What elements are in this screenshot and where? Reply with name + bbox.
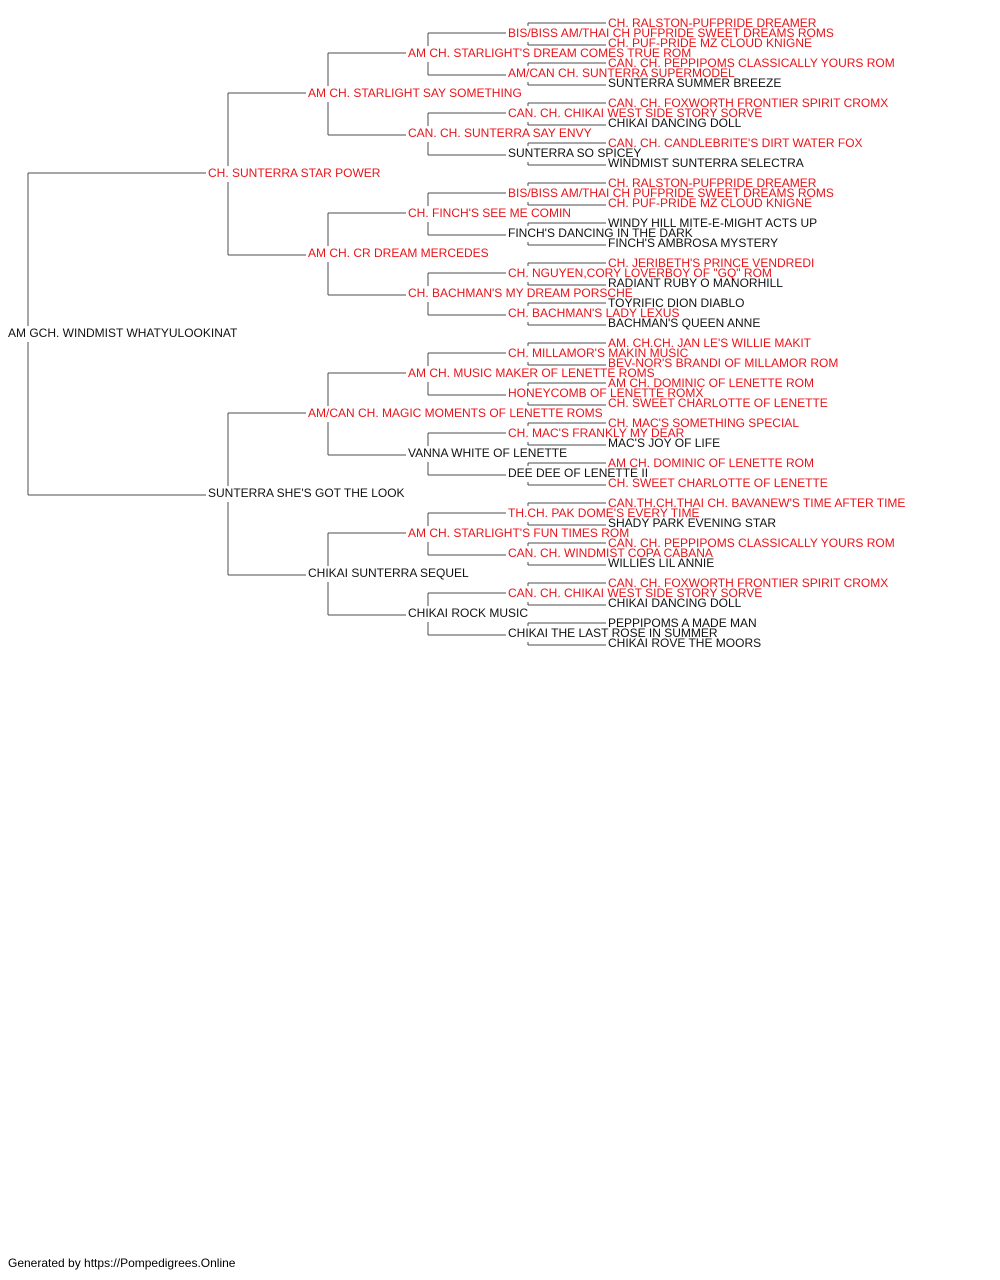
pedigree-name-gen4: CAN. CH. WINDMIST COPA CABANA (508, 546, 713, 560)
pedigree-name-gen4: BIS/BISS AM/THAI CH PUFPRIDE SWEET DREAM… (508, 186, 834, 200)
pedigree-name-gen5: WINDY HILL MITE-E-MIGHT ACTS UP (608, 216, 817, 230)
pedigree-name-gen2: AM/CAN CH. MAGIC MOMENTS OF LENETTE ROMS (308, 406, 603, 420)
pedigree-name-gen4: TH.CH. PAK DOME'S EVERY TIME (508, 506, 699, 520)
pedigree-name-gen3: CH. BACHMAN'S MY DREAM PORSCHE (408, 286, 633, 300)
pedigree-name-gen5: CAN.TH.CH.THAI CH. BAVANEW'S TIME AFTER … (608, 496, 905, 510)
pedigree-name-gen5: CAN. CH. CANDLEBRITE'S DIRT WATER FOX (608, 136, 863, 150)
pedigree-name-gen5: CH. PUF-PRIDE MZ CLOUD KNIGNE (608, 36, 812, 50)
pedigree-name-gen5: PEPPIPOMS A MADE MAN (608, 616, 757, 630)
pedigree-name-gen3: AM CH. MUSIC MAKER OF LENETTE ROMS (408, 366, 655, 380)
pedigree-name-gen5: SHADY PARK EVENING STAR (608, 516, 776, 530)
pedigree-name-gen2: AM CH. STARLIGHT SAY SOMETHING (308, 86, 522, 100)
pedigree-name-gen4: CAN. CH. CHIKAI WEST SIDE STORY SORVE (508, 586, 762, 600)
pedigree-name-gen5: CHIKAI DANCING DOLL (608, 116, 742, 130)
pedigree-name-gen5: WILLIES LIL ANNIE (608, 556, 714, 570)
pedigree-name-gen5: TOYRIFIC DION DIABLO (608, 296, 744, 310)
pedigree-name-gen5: WINDMIST SUNTERRA SELECTRA (608, 156, 804, 170)
pedigree-name-gen5: SUNTERRA SUMMER BREEZE (608, 76, 781, 90)
pedigree-name-gen5: CH. SWEET CHARLOTTE OF LENETTE (608, 476, 828, 490)
pedigree-name-gen4: BIS/BISS AM/THAI CH PUFPRIDE SWEET DREAM… (508, 26, 834, 40)
pedigree-name-gen4: CH. MILLAMOR'S MAKIN MUSIC (508, 346, 689, 360)
pedigree-name-gen3: VANNA WHITE OF LENETTE (408, 446, 567, 460)
pedigree-name-gen4: CHIKAI THE LAST ROSE IN SUMMER (508, 626, 718, 640)
pedigree-name-gen4: DEE DEE OF LENETTE II (508, 466, 648, 480)
pedigree-name-gen4: FINCH'S DANCING IN THE DARK (508, 226, 693, 240)
pedigree-name-gen5: FINCH'S AMBROSA MYSTERY (608, 236, 778, 250)
pedigree-name-gen3: CH. FINCH'S SEE ME COMIN (408, 206, 571, 220)
pedigree-name-gen3: AM CH. STARLIGHT'S FUN TIMES ROM (408, 526, 629, 540)
pedigree-name-gen3: CHIKAI ROCK MUSIC (408, 606, 528, 620)
pedigree-name-gen5: BEV-NOR'S BRANDI OF MILLAMOR ROM (608, 356, 838, 370)
pedigree-name-gen5: CH. SWEET CHARLOTTE OF LENETTE (608, 396, 828, 410)
pedigree-name-gen5: CH. JERIBETH'S PRINCE VENDREDI (608, 256, 814, 270)
pedigree-name-gen4: CH. NGUYEN,CORY LOVERBOY OF "GQ" ROM (508, 266, 772, 280)
pedigree-name-gen3: CAN. CH. SUNTERRA SAY ENVY (408, 126, 592, 140)
pedigree-name-gen5: CH. RALSTON-PUFPRIDE DREAMER (608, 176, 817, 190)
pedigree-name-gen1: CH. SUNTERRA STAR POWER (208, 166, 381, 180)
pedigree-name-gen5: MAC'S JOY OF LIFE (608, 436, 720, 450)
pedigree-name-gen4: AM/CAN CH. SUNTERRA SUPERMODEL (508, 66, 735, 80)
pedigree-name-gen1: SUNTERRA SHE'S GOT THE LOOK (208, 486, 405, 500)
pedigree-name-gen4: CH. BACHMAN'S LADY LEXUS (508, 306, 679, 320)
pedigree-name-gen5: CAN. CH. PEPPIPOMS CLASSICALLY YOURS ROM (608, 56, 895, 70)
pedigree-name-gen4: CH. MAC'S FRANKLY MY DEAR (508, 426, 685, 440)
pedigree-name-gen2: AM CH. CR DREAM MERCEDES (308, 246, 489, 260)
pedigree-name-gen4: SUNTERRA SO SPICEY (508, 146, 641, 160)
pedigree-name-gen3: AM CH. STARLIGHT'S DREAM COMES TRUE ROM (408, 46, 691, 60)
pedigree-name-gen5: CHIKAI ROVE THE MOORS (608, 636, 761, 650)
pedigree-name-gen2: CHIKAI SUNTERRA SEQUEL (308, 566, 469, 580)
pedigree-name-gen4: HONEYCOMB OF LENETTE ROMX (508, 386, 703, 400)
pedigree-name-gen5: AM CH. DOMINIC OF LENETTE ROM (608, 376, 814, 390)
pedigree-name-gen0: AM GCH. WINDMIST WHATYULOOKINAT (8, 326, 238, 340)
pedigree-name-gen5: BACHMAN'S QUEEN ANNE (608, 316, 760, 330)
pedigree-name-gen5: CAN. CH. PEPPIPOMS CLASSICALLY YOURS ROM (608, 536, 895, 550)
footer-credit: Generated by https://Pompedigrees.Online (8, 1256, 236, 1270)
pedigree-name-gen5: CHIKAI DANCING DOLL (608, 596, 742, 610)
pedigree-name-gen5: AM CH. DOMINIC OF LENETTE ROM (608, 456, 814, 470)
pedigree-name-gen5: RADIANT RUBY O MANORHILL (608, 276, 783, 290)
pedigree-name-gen4: CAN. CH. CHIKAI WEST SIDE STORY SORVE (508, 106, 762, 120)
pedigree-name-gen5: AM. CH.CH. JAN LE'S WILLIE MAKIT (608, 336, 812, 350)
pedigree-name-gen5: CAN. CH. FOXWORTH FRONTIER SPIRIT CROMX (608, 576, 888, 590)
pedigree-name-gen5: CH. PUF-PRIDE MZ CLOUD KNIGNE (608, 196, 812, 210)
pedigree-name-gen5: CAN. CH. FOXWORTH FRONTIER SPIRIT CROMX (608, 96, 888, 110)
pedigree-name-gen5: CH. MAC'S SOMETHING SPECIAL (608, 416, 799, 430)
pedigree-name-gen5: CH. RALSTON-PUFPRIDE DREAMER (608, 16, 817, 30)
